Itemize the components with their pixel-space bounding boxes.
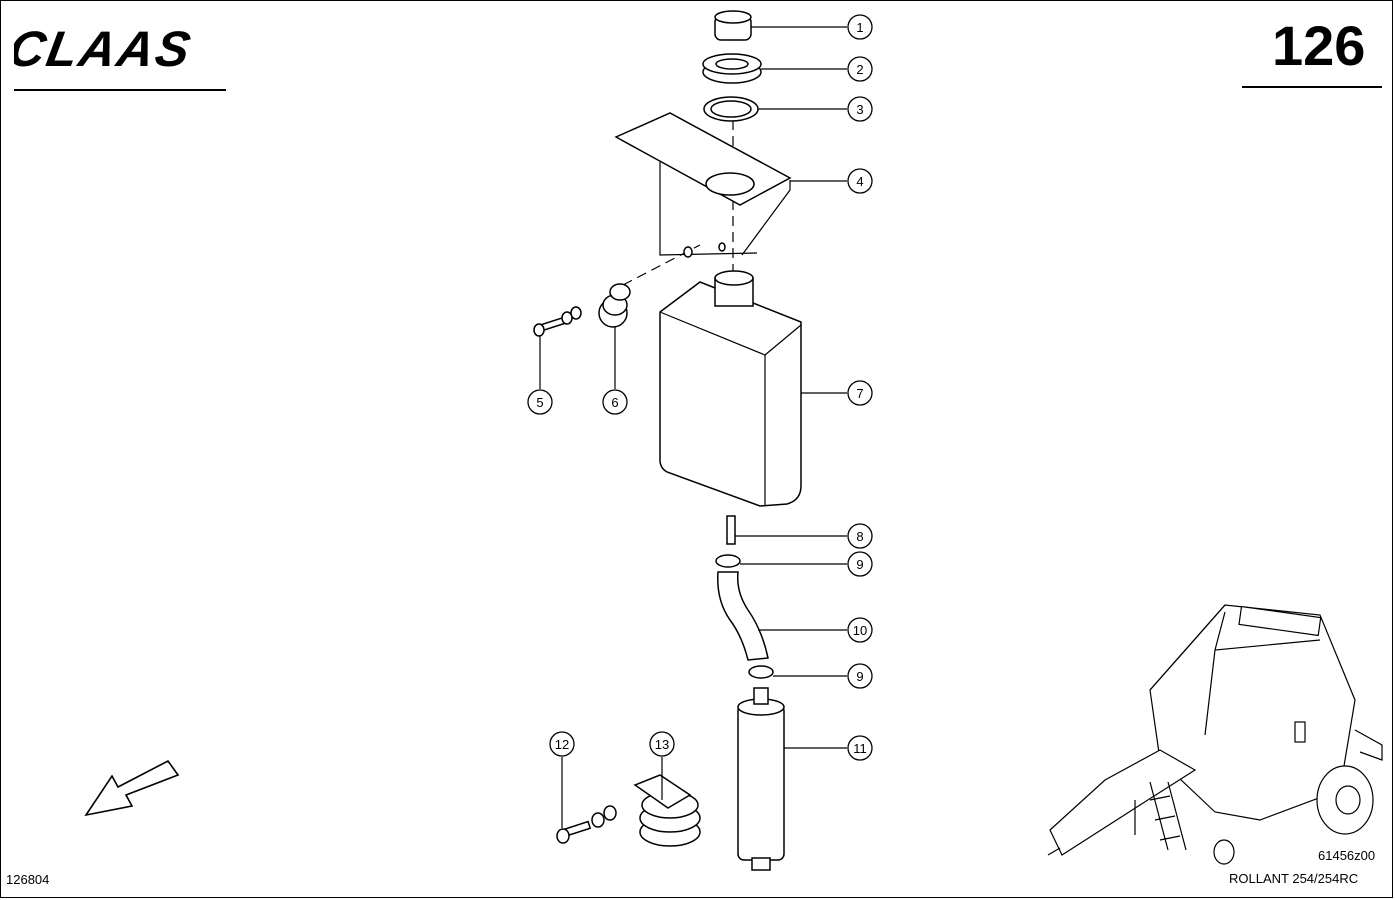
part-filter xyxy=(737,687,785,871)
svg-text:CLAAS: CLAAS xyxy=(14,22,196,72)
part-hose-clamp-upper xyxy=(715,554,741,568)
callout-7: 7 xyxy=(847,380,873,406)
svg-text:10: 10 xyxy=(853,623,867,638)
arrow-down-left-icon xyxy=(84,759,180,817)
callout-4: 4 xyxy=(847,168,873,194)
part-cap xyxy=(714,10,752,41)
page-number: 126 xyxy=(1272,14,1366,77)
part-filter-bracket xyxy=(633,774,701,847)
svg-text:11: 11 xyxy=(853,741,867,756)
svg-text:7: 7 xyxy=(856,386,863,401)
svg-text:13: 13 xyxy=(655,737,669,752)
document-code: 126804 xyxy=(6,872,50,887)
part-bolt xyxy=(533,306,582,337)
svg-text:6: 6 xyxy=(611,395,618,410)
part-hose xyxy=(717,571,769,661)
callout-11: 11 xyxy=(847,735,873,761)
drawing-code: 61456z00 xyxy=(1318,848,1376,863)
part-tank xyxy=(659,270,802,507)
part-bolt-lower xyxy=(556,805,617,844)
svg-text:1: 1 xyxy=(856,20,863,35)
callout-9-upper: 9 xyxy=(847,551,873,577)
callout-10: 10 xyxy=(847,617,873,643)
svg-text:9: 9 xyxy=(856,669,863,684)
part-clamp xyxy=(598,283,631,328)
svg-text:2: 2 xyxy=(856,62,863,77)
svg-text:8: 8 xyxy=(856,529,863,544)
callout-13: 13 xyxy=(649,731,675,757)
svg-text:3: 3 xyxy=(856,102,863,117)
round-baler-thumbnail xyxy=(1047,604,1383,865)
part-bracket xyxy=(614,112,792,258)
callout-3: 3 xyxy=(847,96,873,122)
callout-2: 2 xyxy=(847,56,873,82)
page-number-underline xyxy=(1242,86,1382,88)
svg-text:5: 5 xyxy=(536,395,543,410)
part-nut xyxy=(702,53,762,84)
svg-text:4: 4 xyxy=(856,174,863,189)
claas-logo: CLAAS xyxy=(4,20,234,77)
callout-12: 12 xyxy=(549,731,575,757)
model-name: ROLLANT 254/254RC xyxy=(1229,871,1359,886)
callout-5: 5 xyxy=(527,389,553,415)
logo-underline xyxy=(14,89,226,91)
callout-1: 1 xyxy=(847,14,873,40)
svg-text:9: 9 xyxy=(856,557,863,572)
part-seal-ring xyxy=(703,96,759,122)
callout-9-lower: 9 xyxy=(847,663,873,689)
part-hose-clamp-lower xyxy=(748,665,774,679)
callout-6: 6 xyxy=(602,389,628,415)
svg-text:12: 12 xyxy=(555,737,569,752)
callout-8: 8 xyxy=(847,523,873,549)
part-pin xyxy=(726,515,736,545)
